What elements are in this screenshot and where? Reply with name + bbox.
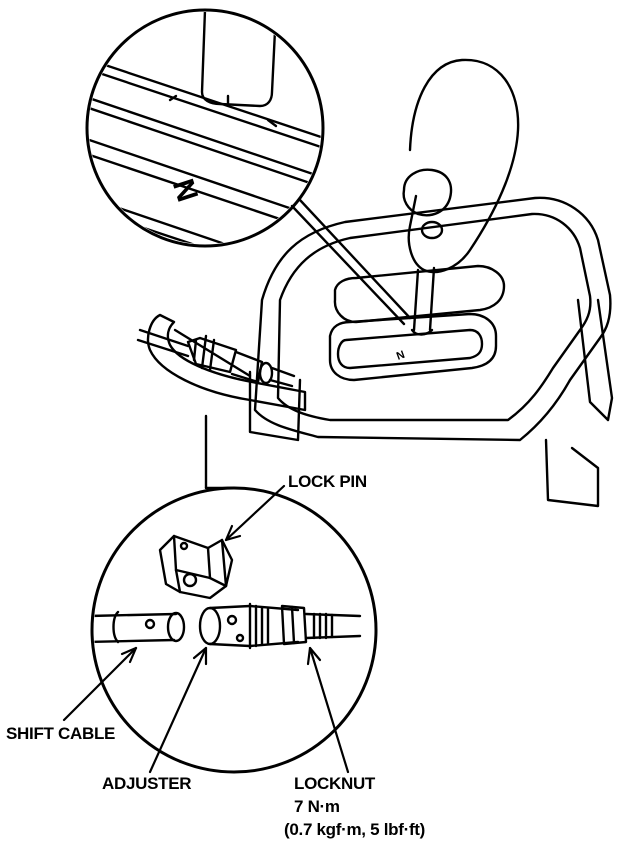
gate-mark-magnified: N <box>166 175 204 206</box>
locknut-torque-alt: (0.7 kgf·m, 5 lbf·ft) <box>284 820 426 839</box>
gate-mark-small: N <box>395 349 407 363</box>
upper-detail-circle: N <box>85 8 325 248</box>
leader-arrows <box>62 484 350 774</box>
lower-detail-pointer <box>204 414 234 490</box>
locknut-label: LOCKNUT <box>294 774 375 793</box>
upper-detail-pointer <box>290 198 412 326</box>
shift-console-base <box>248 196 614 508</box>
lock-pin-part <box>158 534 234 600</box>
adjuster-label: ADJUSTER <box>102 774 192 793</box>
shift-gate-slots: N <box>328 264 506 382</box>
lower-detail-circle <box>90 486 378 774</box>
shift-lever <box>402 58 520 336</box>
locknut-torque-nm: 7 N·m <box>294 797 340 816</box>
locknut-leader <box>308 646 350 774</box>
shift-cable-label: SHIFT CABLE <box>6 724 116 743</box>
lock-pin-label: LOCK PIN <box>288 472 367 491</box>
shift-cable-assembly <box>136 313 307 412</box>
lock-pin-leader <box>224 484 286 542</box>
adjuster-leader <box>148 646 208 774</box>
shift-cable-leader <box>62 646 138 722</box>
